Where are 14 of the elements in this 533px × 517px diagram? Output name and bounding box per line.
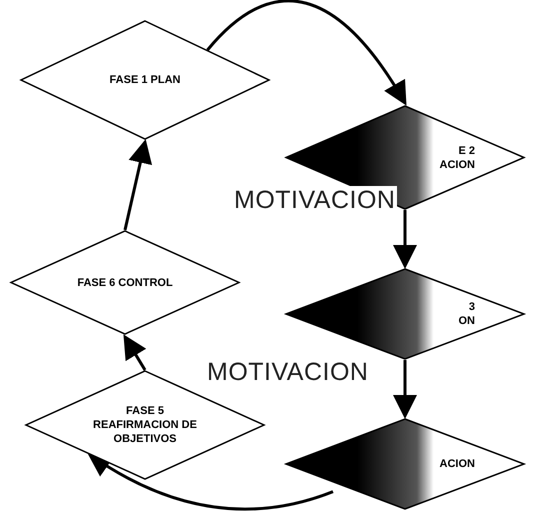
- phase-label: ACION: [440, 457, 475, 471]
- arrow: [124, 139, 152, 230]
- phase-label: FASE 1 PLAN: [110, 73, 180, 87]
- phase-label: E 2: [458, 144, 475, 158]
- phase-label: ON: [458, 314, 475, 328]
- arrow: [393, 360, 417, 419]
- phase-label: FASE 5 REAFIRMACION DE OBJETIVOS: [92, 404, 198, 446]
- phase-label: 3: [468, 300, 475, 314]
- phase-label: ACION: [440, 158, 475, 172]
- arrow: [393, 210, 417, 269]
- arrow: [123, 334, 146, 371]
- phase-label: FASE 6 CONTROL: [77, 276, 173, 290]
- arrow: [206, 0, 407, 106]
- arrow: [87, 453, 334, 510]
